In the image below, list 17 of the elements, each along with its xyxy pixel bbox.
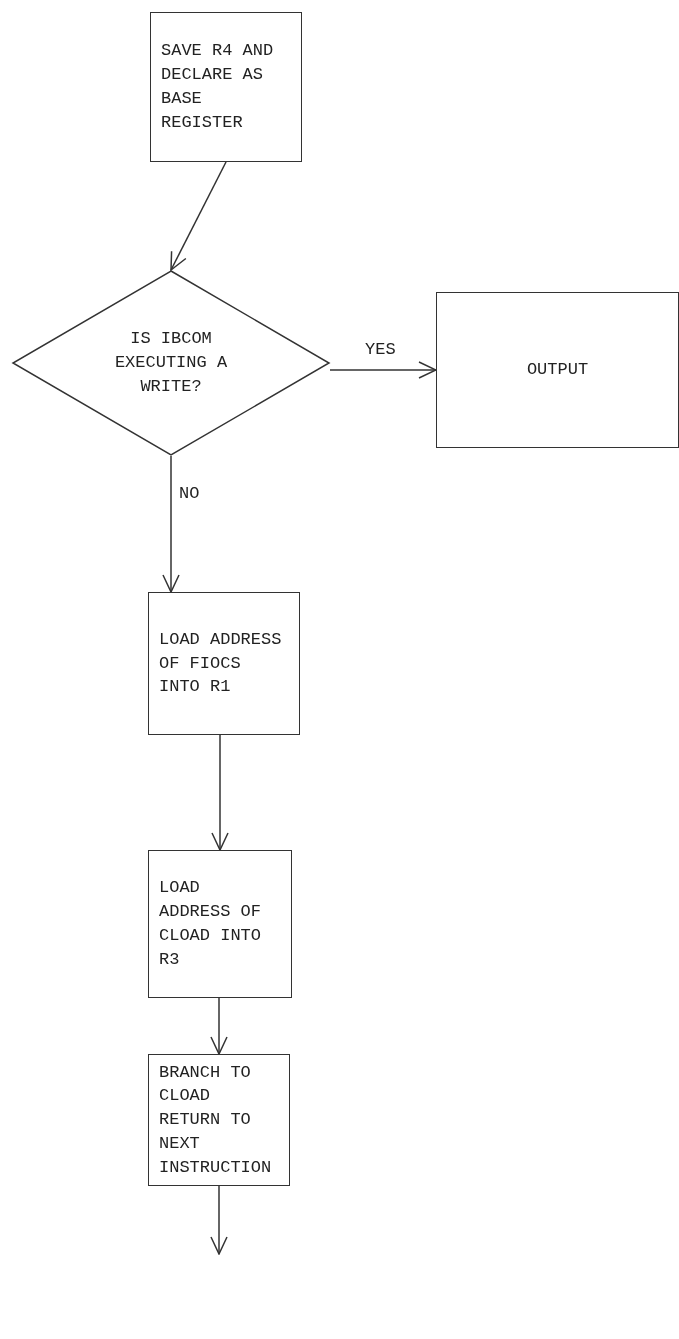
process-box (148, 1054, 290, 1186)
node-text: BRANCH TO CLOAD RETURN TO NEXT INSTRUCTION (159, 1061, 273, 1179)
process-box (436, 292, 679, 448)
arrow (329, 361, 437, 379)
arrow (211, 734, 229, 851)
node-text: SAVE R4 AND DECLARE AS BASE REGISTER (161, 40, 275, 134)
arrow (210, 997, 228, 1055)
node-text: OUTPUT (526, 359, 589, 382)
node-text: LOAD ADDRESS OF FIOCS INTO R1 (159, 628, 283, 699)
process-box (148, 850, 292, 998)
arrow (170, 161, 227, 271)
arrow (162, 455, 180, 593)
node-text: LOAD ADDRESS OF CLOAD INTO R3 (159, 877, 263, 971)
process-box (148, 592, 300, 735)
node-text: IS IBCOM EXECUTING A WRITE? (113, 328, 229, 398)
process-box (150, 12, 302, 162)
arrow (210, 1185, 228, 1255)
